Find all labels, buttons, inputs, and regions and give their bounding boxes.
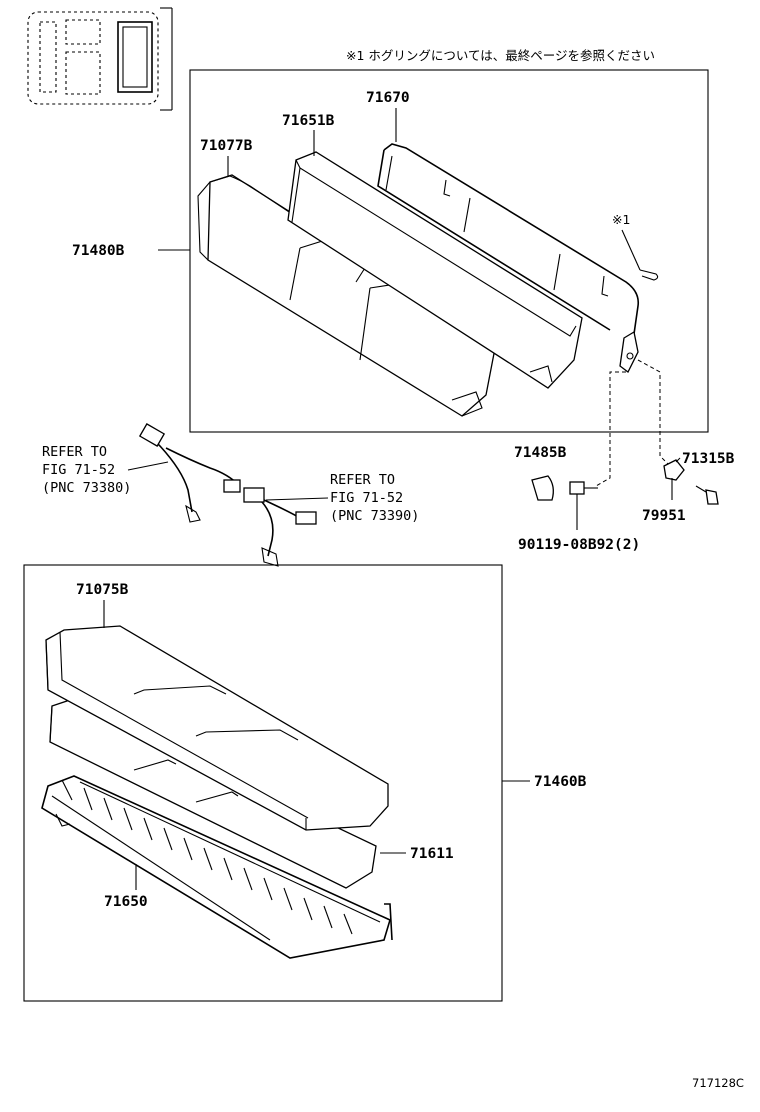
seat-back-board <box>287 151 583 389</box>
refer-right-line2: FIG 71-52 <box>330 490 403 506</box>
refer-right-line1: REFER TO <box>330 472 395 488</box>
hog-ring-hint: ※1 <box>612 212 659 281</box>
part-71460B-label: 71460B <box>534 774 587 790</box>
vehicle-locator-icon <box>27 7 173 111</box>
cover-71485B <box>531 475 554 501</box>
refer-left-line1: REFER TO <box>42 444 107 460</box>
part-71480B-label: 71480B <box>72 243 125 259</box>
part-79951-label: 79951 <box>642 508 686 524</box>
refer-left-line3: (PNC 73380) <box>42 480 131 496</box>
part-71611-label: 71611 <box>410 846 454 862</box>
bolt-90119 <box>569 481 598 530</box>
figure-code: 717128C <box>692 1076 744 1090</box>
refer-left-line2: FIG 71-52 <box>42 462 115 478</box>
note-marker: ※1 <box>612 212 630 227</box>
part-71650-label: 71650 <box>104 894 148 910</box>
part-71075B-label: 71075B <box>76 582 129 598</box>
seat-cushion-cover <box>45 625 389 831</box>
part-71670-label: 71670 <box>366 90 410 106</box>
refer-right-line3: (PNC 73390) <box>330 508 419 524</box>
seat-belt-left <box>138 423 241 523</box>
seat-back-frame <box>377 143 640 373</box>
seat-belt-right <box>243 487 317 567</box>
part-90119-label: 90119-08B92(2) <box>518 537 640 553</box>
part-71077B-label: 71077B <box>200 138 253 154</box>
upper-assembly-box <box>189 69 709 433</box>
part-71485B-label: 71485B <box>514 445 567 461</box>
bolt-71315B <box>695 485 719 505</box>
hinge-cover-79951 <box>663 459 685 500</box>
part-71315B-label: 71315B <box>682 451 735 467</box>
lower-assembly-box <box>23 564 503 1002</box>
seat-cushion-frame <box>41 775 393 959</box>
part-71651B-label: 71651B <box>282 113 335 129</box>
hogring-note: ※1 ホグリングについては、最終ページを参照ください <box>346 48 655 63</box>
